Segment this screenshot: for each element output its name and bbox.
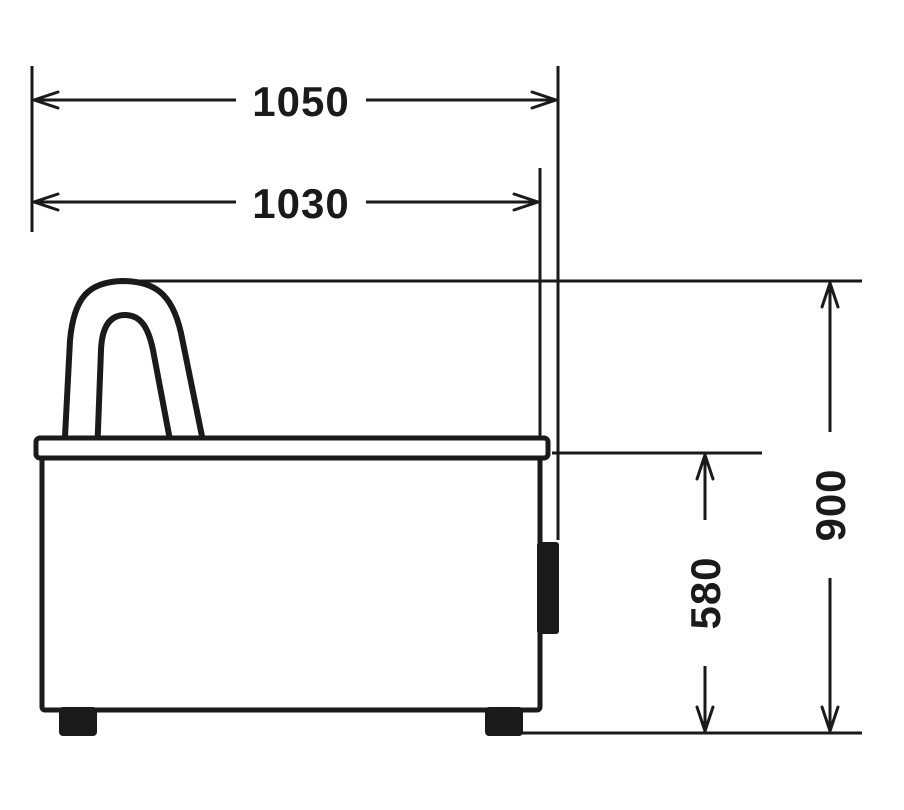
dim-label-mask	[236, 74, 366, 126]
tub-foot-right	[485, 707, 523, 736]
dim-label-mask	[679, 520, 731, 666]
handle-inner	[94, 312, 176, 459]
side-latch	[537, 542, 559, 634]
dim-label-top-width: 1030	[252, 180, 349, 227]
dim-label-mask	[236, 176, 366, 228]
dim-label-overall-width: 1050	[252, 78, 349, 125]
tub-body	[39, 455, 543, 713]
tub-lip	[33, 435, 551, 461]
dim-label-mask	[804, 432, 856, 578]
tub-foot-left	[59, 707, 97, 736]
dim-label-body-height: 580	[682, 556, 729, 629]
dim-label-overall-height: 900	[807, 468, 854, 541]
